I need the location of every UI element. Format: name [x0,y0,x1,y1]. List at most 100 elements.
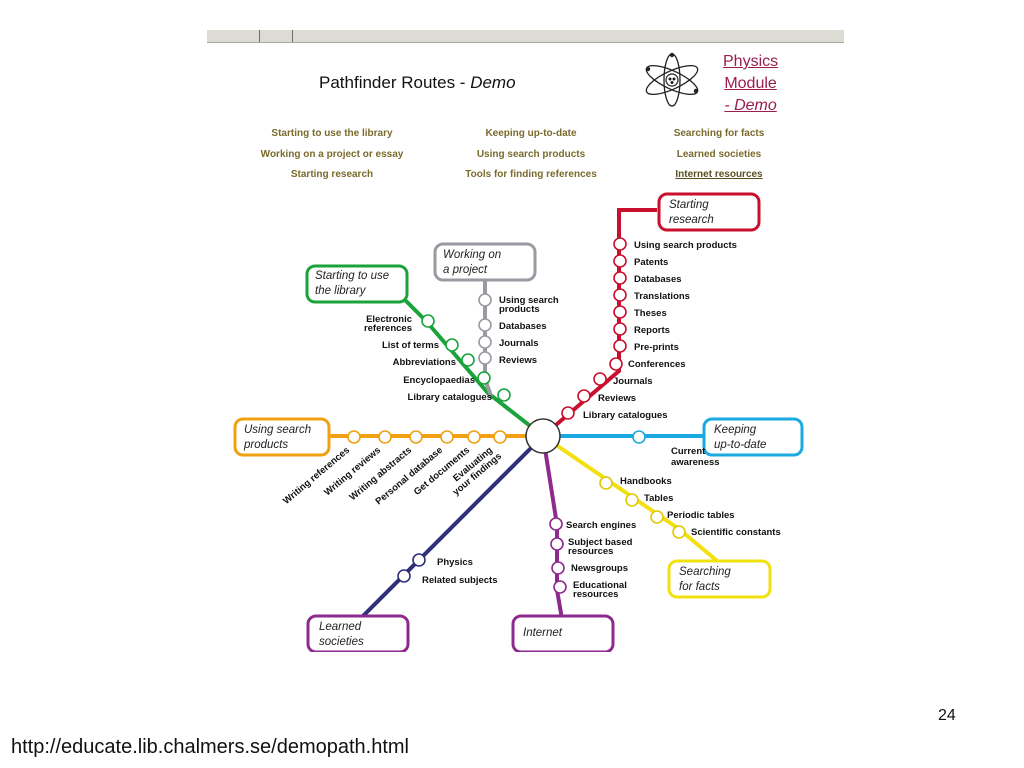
station-writing-references[interactable] [347,430,361,444]
browser-toolbar [207,30,844,43]
nav-link-searching-facts[interactable]: Searching for facts [673,128,765,139]
station-translations[interactable] [613,288,627,302]
svg-text:products: products [243,439,288,451]
navy-line [360,434,545,619]
svg-text:Using search: Using search [244,424,311,436]
green-line [385,280,545,438]
station-patents[interactable] [613,254,627,268]
nav-link-starting-research[interactable]: Starting research [290,169,374,180]
label-translations: Translations [634,291,690,302]
label-awareness: awareness [671,457,720,468]
label-journals-red: Journals [613,376,653,387]
purple-line [541,435,565,626]
label-products-grey: products [499,304,540,315]
station-using-search-products-grey[interactable] [478,293,492,307]
station-get-documents[interactable] [467,430,481,444]
station-periodic-tables[interactable] [650,510,664,524]
station-databases-red[interactable] [613,271,627,285]
station-handbooks[interactable] [599,476,613,490]
label-databases-red: Databases [634,274,682,285]
label-tables: Tables [644,493,673,504]
svg-text:research: research [669,214,714,226]
station-search-engines[interactable] [549,517,563,531]
svg-text:a project: a project [443,264,488,276]
label-educational: Educational [573,580,627,591]
box-learned-societies[interactable]: Learned societies [306,614,410,652]
label-conferences: Conferences [628,359,686,370]
station-list-of-terms[interactable] [445,338,459,352]
label-reviews-grey: Reviews [499,355,537,366]
station-library-catalogues-green[interactable] [497,388,511,402]
station-reviews-grey[interactable] [478,351,492,365]
station-abbreviations[interactable] [461,353,475,367]
station-reviews-red[interactable] [577,389,591,403]
station-newsgroups[interactable] [551,561,565,575]
label-journals-grey: Journals [499,338,539,349]
box-working-project[interactable]: Working on a project [433,242,537,282]
station-current-awareness[interactable] [632,430,646,444]
label-patents: Patents [634,257,668,268]
label-references: references [364,323,412,334]
station-journals-red[interactable] [593,372,607,386]
box-searching-facts[interactable]: Searching for facts [667,559,772,599]
module-line-1: Physics [723,53,779,70]
nav-link-keeping-uptodate[interactable]: Keeping up-to-date [485,128,577,139]
page-title-demo: Demo [470,73,516,92]
svg-text:Learned: Learned [319,621,362,633]
station-encyclopaedias[interactable] [477,371,491,385]
station-subject-based-resources[interactable] [550,537,564,551]
nav-link-using-search[interactable]: Using search products [476,149,586,160]
station-pre-prints[interactable] [613,339,627,353]
label-list-of-terms: List of terms [382,340,439,351]
nav-link-starting-library[interactable]: Starting to use the library [271,128,393,139]
station-databases-grey[interactable] [478,318,492,332]
physics-module-link[interactable]: Physics Module - Demo [723,51,778,117]
box-starting-library[interactable]: Starting to use the library [305,264,409,304]
station-evaluating-findings[interactable] [493,430,507,444]
box-keeping-uptodate[interactable]: Keeping up-to-date [702,417,804,457]
label-scientific-constants: Scientific constants [691,527,781,538]
source-url[interactable]: http://educate.lib.chalmers.se/demopath.… [11,736,409,758]
station-theses[interactable] [613,305,627,319]
station-related-subjects[interactable] [397,569,411,583]
svg-text:Searching: Searching [679,566,731,578]
svg-text:for facts: for facts [679,581,720,593]
slide-page-number: 24 [938,707,956,724]
station-writing-abstracts[interactable] [409,430,423,444]
label-resources-2: resources [573,589,618,600]
station-journals-grey[interactable] [478,335,492,349]
station-tables[interactable] [625,493,639,507]
label-physics: Physics [437,557,473,568]
svg-text:up-to-date: up-to-date [714,439,766,451]
station-writing-reviews[interactable] [378,430,392,444]
station-educational-resources[interactable] [553,580,567,594]
page-title: Pathfinder Routes - Demo [319,73,516,93]
station-conferences[interactable] [609,357,623,371]
station-scientific-constants[interactable] [672,525,686,539]
station-library-catalogues-red[interactable] [561,406,575,420]
route-map: Starting to use the library Working on a… [233,192,804,652]
label-search-engines: Search engines [566,520,636,531]
box-using-search-products[interactable]: Using search products [233,417,331,457]
svg-text:Internet: Internet [523,627,563,639]
nav-link-working-project[interactable]: Working on a project or essay [260,149,404,160]
label-theses: Theses [634,308,667,319]
station-physics[interactable] [412,553,426,567]
nav-link-tools-references[interactable]: Tools for finding references [465,169,597,180]
box-starting-research[interactable]: Starting research [657,192,761,232]
label-using-search-grey: Using search [499,295,559,306]
station-reports[interactable] [613,322,627,336]
box-internet[interactable]: Internet [511,614,615,652]
page-title-text: Pathfinder Routes - [319,73,471,92]
label-subject-based: Subject based [568,537,633,548]
station-electronic-references[interactable] [421,314,435,328]
label-databases-grey: Databases [499,321,547,332]
station-personal-database[interactable] [440,430,454,444]
nav-link-learned-societies[interactable]: Learned societies [676,149,762,160]
label-resources-1: resources [568,546,613,557]
nav-link-internet-resources[interactable]: Internet resources [675,169,763,180]
label-handbooks: Handbooks [620,476,672,487]
station-using-search-products-red[interactable] [613,237,627,251]
label-reviews-red: Reviews [598,393,636,404]
module-line-2: Module [724,75,777,92]
